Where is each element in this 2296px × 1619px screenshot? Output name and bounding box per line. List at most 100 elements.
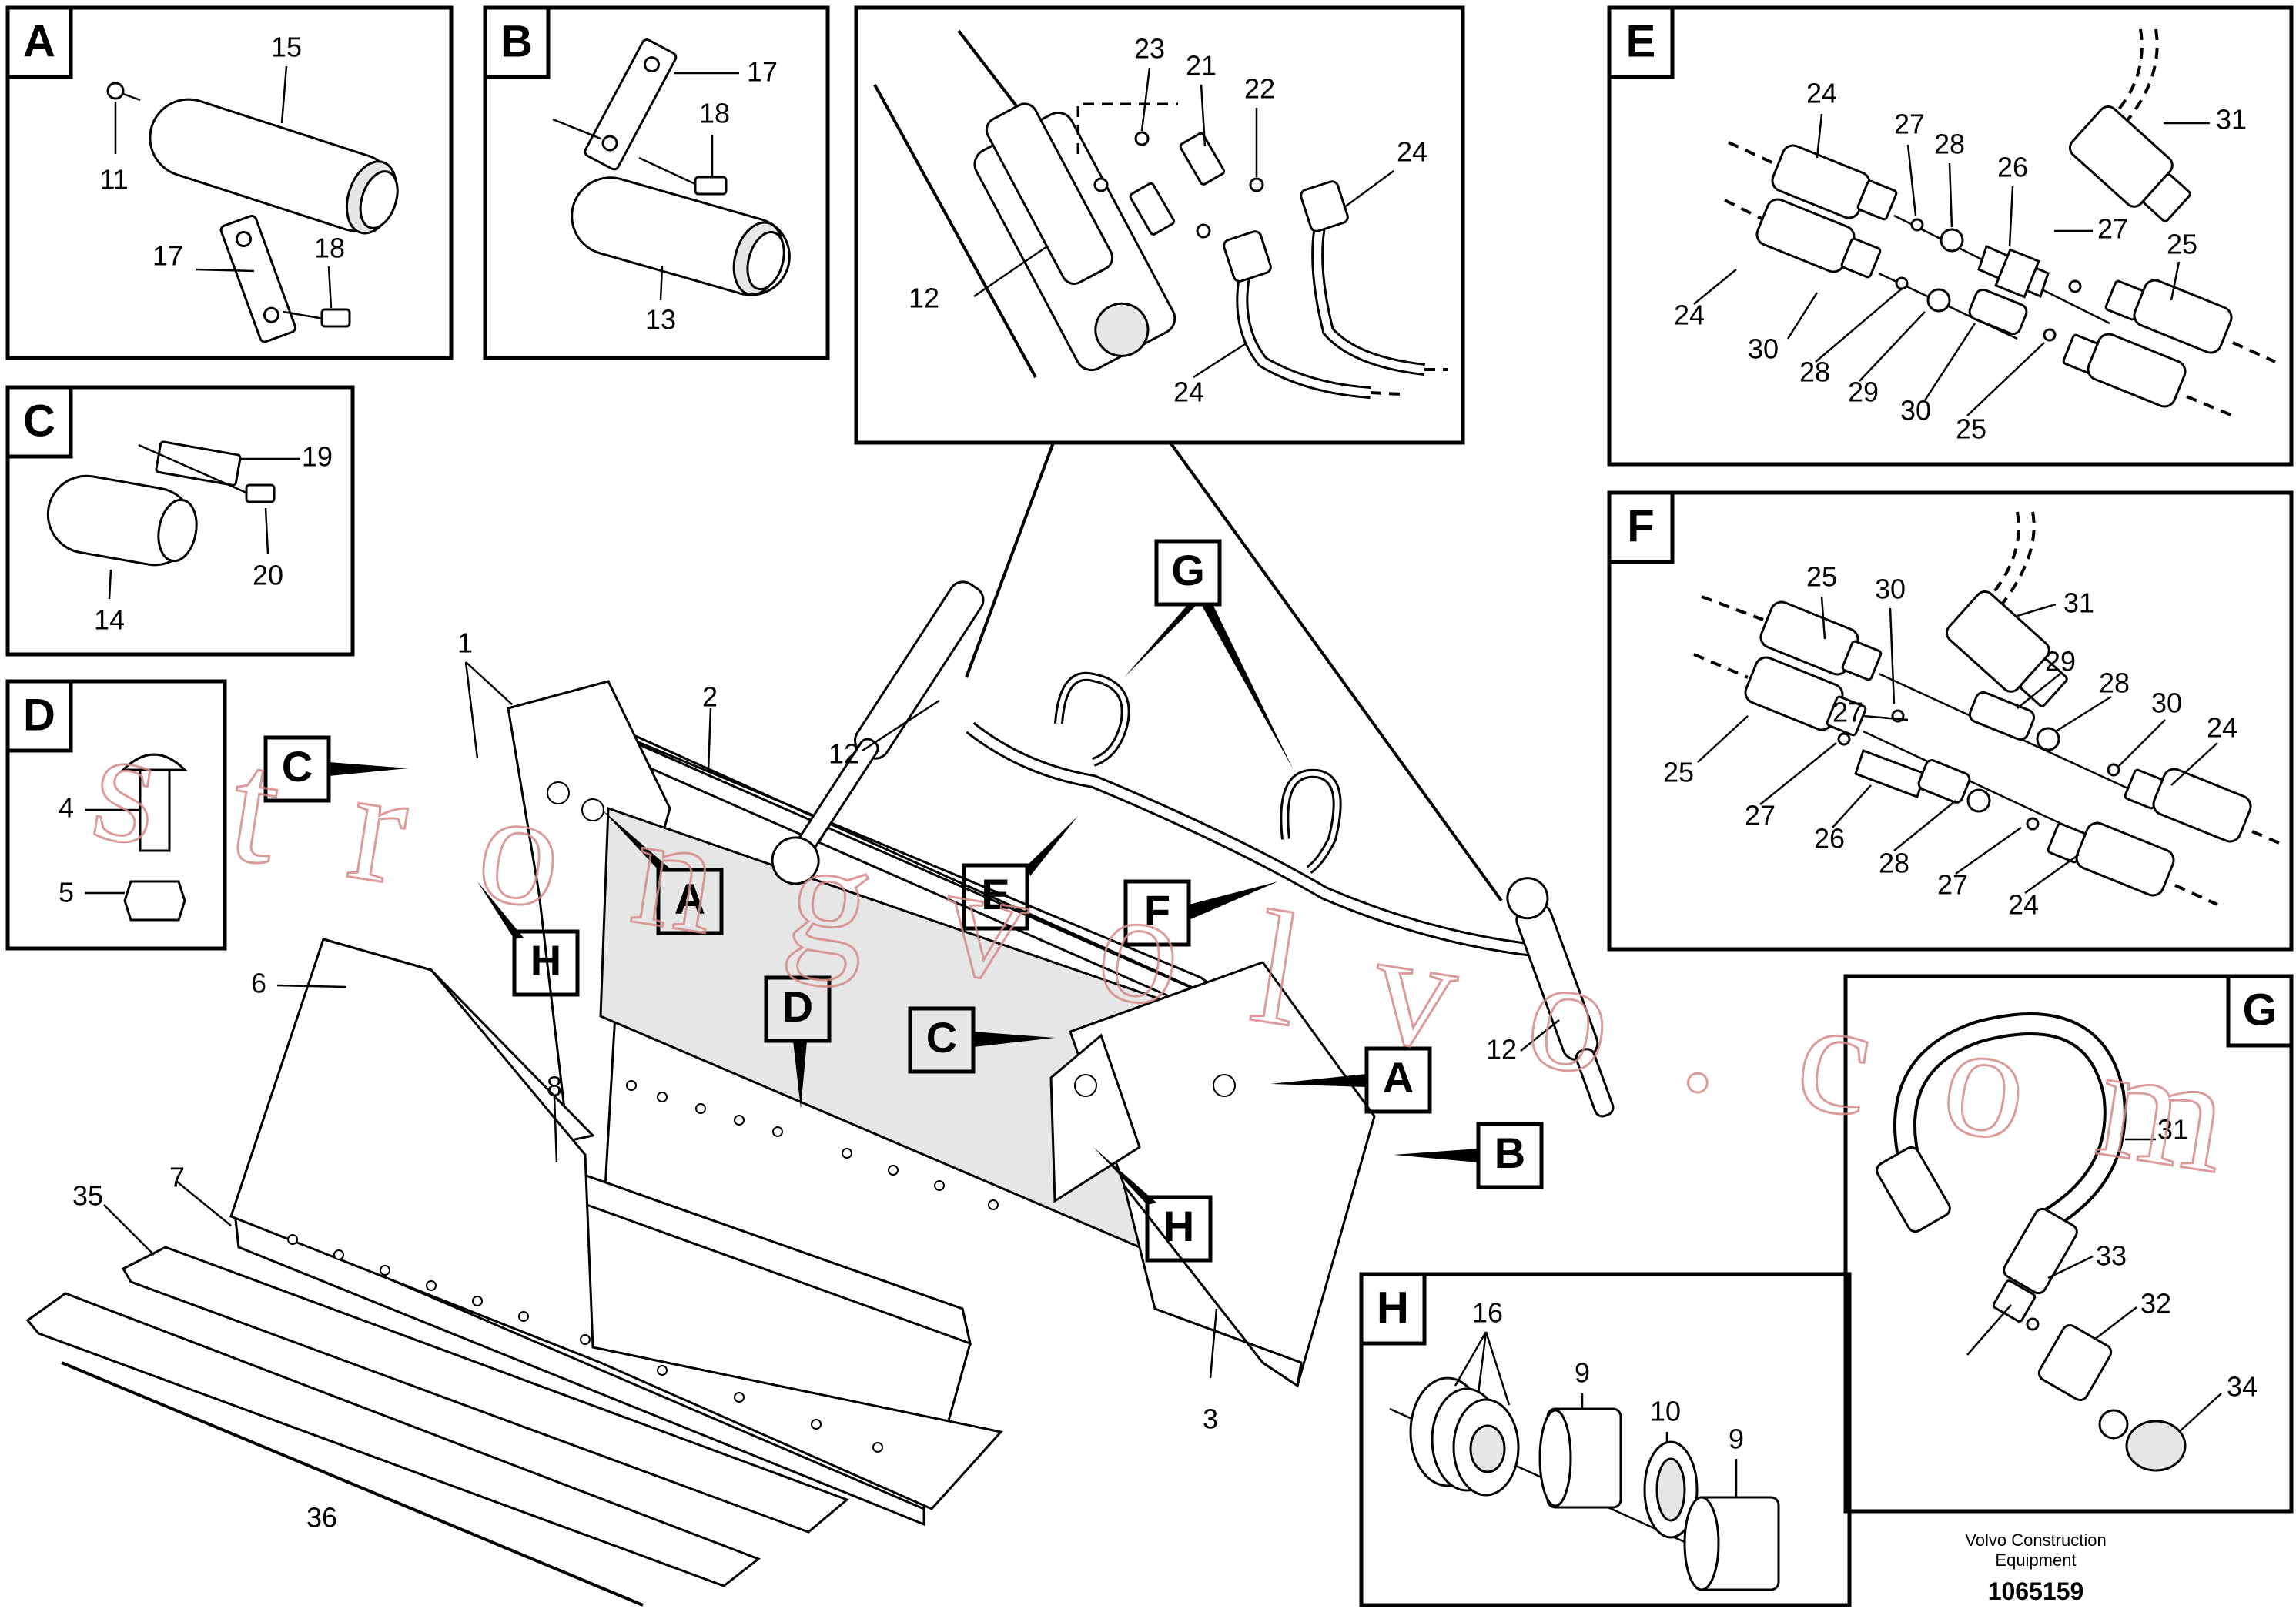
inset-f-frame <box>1607 490 2294 952</box>
inset-top-detail-frame <box>854 5 1465 445</box>
svg-text:E: E <box>981 870 1009 918</box>
callout-h-right: H <box>1093 1147 1213 1263</box>
svg-text:H: H <box>1163 1202 1194 1250</box>
label-top-24b: 24 <box>1173 376 1204 408</box>
label-b-13: 13 <box>645 304 676 336</box>
inset-e-content: 24 27 28 26 31 27 25 24 30 28 29 30 25 <box>1674 28 2276 445</box>
svg-text:C: C <box>282 742 313 791</box>
label-a-18: 18 <box>314 232 345 264</box>
label-main-6: 6 <box>251 968 266 999</box>
label-main-12b: 12 <box>1486 1034 1517 1065</box>
label-h-10: 10 <box>1650 1396 1681 1427</box>
label-e-28b: 28 <box>1799 356 1830 388</box>
label-a-17: 17 <box>152 240 183 272</box>
inset-a-frame <box>5 5 454 360</box>
inset-d-frame <box>5 679 227 951</box>
callout-a-right: A <box>1270 1046 1432 1114</box>
label-d-4: 4 <box>59 792 74 824</box>
label-g-33: 33 <box>2096 1240 2127 1272</box>
main-bucket: 1 2 12 12 6 8 7 35 3 36 <box>25 580 1615 1607</box>
label-main-36: 36 <box>306 1502 337 1534</box>
label-f-29: 29 <box>2045 646 2076 677</box>
label-main-12a: 12 <box>828 738 859 770</box>
inset-d-content: 4 5 <box>59 753 188 922</box>
label-f-25b: 25 <box>1663 757 1694 788</box>
inset-f-content: 25 30 31 29 28 27 30 24 25 27 26 28 27 2… <box>1663 511 2280 921</box>
label-top-22: 22 <box>1244 73 1275 105</box>
label-d-5: 5 <box>59 877 74 908</box>
svg-text:F: F <box>1144 886 1170 935</box>
svg-text:C: C <box>926 1013 957 1062</box>
label-f-25a: 25 <box>1806 561 1837 593</box>
callout-d: D <box>764 975 832 1109</box>
label-main-35: 35 <box>72 1180 103 1212</box>
footer-drawing-number: 1065159 <box>1988 1577 2084 1605</box>
callout-b: B <box>1394 1122 1544 1189</box>
inset-f-letter: F <box>1627 501 1654 551</box>
label-g-32: 32 <box>2140 1288 2171 1320</box>
label-e-24b: 24 <box>1674 299 1705 331</box>
label-f-24a: 24 <box>2207 712 2237 744</box>
callout-a-left: A <box>601 808 724 935</box>
svg-text:D: D <box>782 982 813 1031</box>
label-main-7: 7 <box>169 1162 185 1193</box>
svg-text:B: B <box>1494 1129 1525 1177</box>
inset-b-frame <box>483 5 830 360</box>
label-top-24a: 24 <box>1397 136 1427 168</box>
label-e-30a: 30 <box>1748 333 1779 365</box>
svg-text:A: A <box>674 875 705 923</box>
label-f-26: 26 <box>1814 823 1845 855</box>
callout-f: F <box>1123 879 1278 947</box>
inset-h-letter: H <box>1377 1283 1409 1333</box>
label-e-24a: 24 <box>1806 78 1837 109</box>
inset-frames <box>5 5 2294 1607</box>
label-e-31: 31 <box>2216 104 2247 135</box>
label-e-26: 26 <box>1997 152 2028 183</box>
label-b-17: 17 <box>747 56 778 88</box>
inset-c-content: 19 20 14 <box>46 440 333 636</box>
svg-text:A: A <box>1383 1053 1414 1102</box>
label-h-16: 16 <box>1472 1297 1503 1329</box>
label-f-27b: 27 <box>1745 800 1776 831</box>
footer-company-line1: Volvo Construction <box>1965 1530 2106 1550</box>
label-e-29: 29 <box>1848 376 1879 408</box>
inset-b-letter: B <box>500 16 533 66</box>
label-e-25a: 25 <box>2167 229 2197 260</box>
callout-g: G <box>1124 539 1294 770</box>
label-main-1: 1 <box>457 627 473 659</box>
inset-e-frame <box>1607 5 2294 467</box>
label-f-31: 31 <box>2063 587 2094 619</box>
label-f-27a: 27 <box>1832 697 1863 728</box>
inset-g-letter: G <box>2242 985 2277 1035</box>
callout-c-left: C <box>263 735 408 803</box>
label-main-2: 2 <box>702 681 718 713</box>
label-e-27b: 27 <box>2097 213 2128 245</box>
label-top-23: 23 <box>1134 33 1165 65</box>
inset-letter-tabs: A B C D E F G H <box>5 5 2294 1346</box>
callout-h-left: H <box>477 881 580 997</box>
label-f-28b: 28 <box>1879 848 1909 879</box>
label-e-27a: 27 <box>1894 109 1925 140</box>
inset-c-frame <box>5 385 355 657</box>
label-a-11: 11 <box>99 164 128 196</box>
drawing-footer: Volvo Construction Equipment 1065159 <box>1965 1530 2106 1605</box>
label-main-3: 3 <box>1203 1403 1218 1435</box>
label-c-19: 19 <box>302 441 333 473</box>
inset-d-letter: D <box>23 690 55 740</box>
label-h-9a: 9 <box>1575 1357 1590 1389</box>
label-g-34: 34 <box>2227 1371 2258 1403</box>
label-top-21: 21 <box>1186 50 1217 82</box>
footer-company-line2: Equipment <box>1995 1550 2076 1570</box>
label-c-14: 14 <box>94 604 125 636</box>
label-c-20: 20 <box>253 560 283 591</box>
svg-text:H: H <box>530 936 561 985</box>
label-f-28a: 28 <box>2099 667 2130 699</box>
callout-boxes: C H A E F G C <box>263 539 1544 1263</box>
label-e-25b: 25 <box>1956 413 1986 445</box>
inset-h-content: 16 9 10 9 <box>1389 1297 1780 1591</box>
inset-g-content: 31 33 32 34 <box>1876 1012 2258 1472</box>
label-h-9b: 9 <box>1729 1423 1744 1455</box>
label-e-30b: 30 <box>1900 395 1931 426</box>
label-f-24b: 24 <box>2008 889 2039 921</box>
